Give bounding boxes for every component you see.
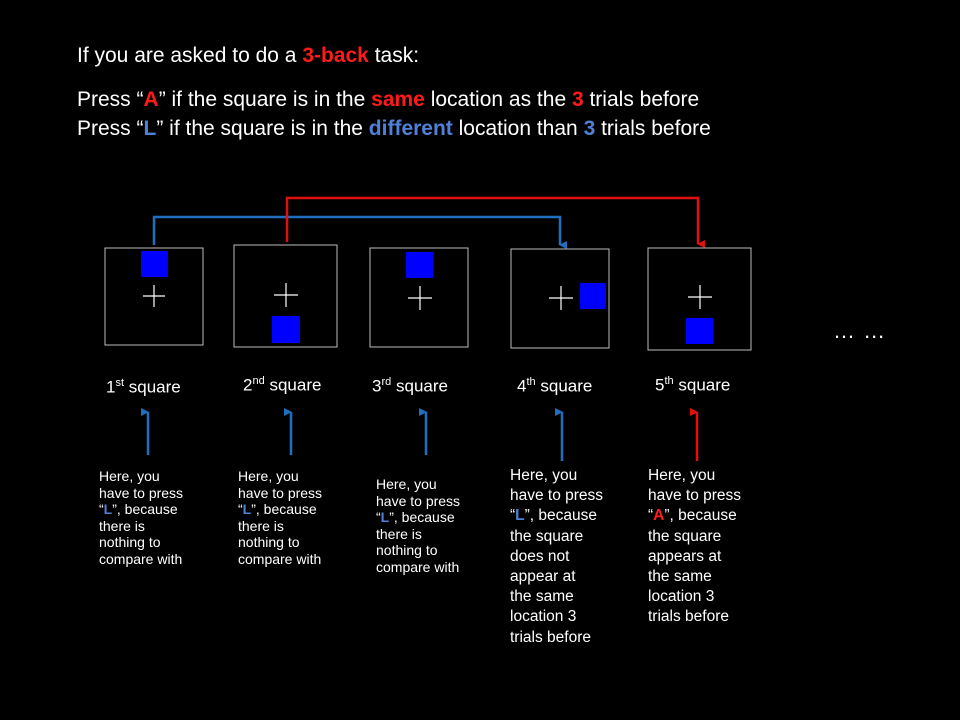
trial-frame-2 bbox=[233, 244, 338, 348]
trial-label-2: 2nd square bbox=[243, 375, 321, 396]
title-highlight: 3-back bbox=[302, 44, 369, 67]
instruction-text: ” if the square is in the bbox=[158, 88, 372, 111]
note-key: L bbox=[515, 507, 525, 525]
trial-label-4: 4th square bbox=[517, 376, 592, 397]
ellipsis: … … bbox=[833, 318, 887, 343]
note-text: Here, you have to press “ bbox=[99, 468, 184, 517]
note-text: Here, you have to press “ bbox=[238, 468, 323, 517]
note-text: ”, because the square appears at the sam… bbox=[648, 507, 737, 626]
instruction-text: trials before bbox=[595, 117, 711, 140]
trial-label-1: 1st square bbox=[106, 377, 181, 398]
trial-label-5: 5th square bbox=[655, 375, 730, 396]
label-ordinal: st bbox=[115, 377, 125, 389]
word-same: same bbox=[371, 88, 425, 111]
trial-label-3: 3rd square bbox=[372, 376, 448, 397]
instruction-different: Press “L” if the square is in the differ… bbox=[77, 117, 711, 141]
trial-frame-1 bbox=[104, 247, 204, 346]
title-suffix: task: bbox=[368, 44, 420, 67]
note-text: ”, because there is nothing to compare w… bbox=[99, 501, 183, 567]
stimulus-square bbox=[272, 316, 300, 343]
trial-note-2: Here, you have to press “L”, because the… bbox=[238, 468, 322, 567]
connector-1-to-4 bbox=[152, 215, 567, 249]
label-word: square bbox=[128, 377, 181, 397]
stimulus-square bbox=[580, 283, 606, 309]
stimulus-square bbox=[686, 318, 713, 344]
label-word: square bbox=[678, 375, 731, 395]
trial-note-3: Here, you have to press “L”, because the… bbox=[376, 476, 460, 575]
note-text: Here, you have to press “ bbox=[510, 467, 604, 525]
trial-frame-5 bbox=[647, 247, 752, 351]
number-3: 3 bbox=[571, 88, 584, 111]
note-key: A bbox=[653, 507, 665, 525]
instruction-text: Press “ bbox=[77, 88, 144, 111]
task-title: If you are asked to do a 3-back task: bbox=[77, 44, 419, 68]
label-number: 5 bbox=[655, 375, 665, 395]
stimulus-square bbox=[406, 252, 433, 278]
label-ordinal: th bbox=[526, 376, 536, 388]
instruction-text: trials before bbox=[583, 88, 700, 111]
instruction-text: ” if the square is in the bbox=[156, 117, 369, 140]
note-text: Here, you have to press “ bbox=[376, 476, 461, 525]
number-3: 3 bbox=[583, 117, 596, 140]
word-different: different bbox=[368, 117, 453, 140]
instruction-text: location than bbox=[452, 117, 584, 140]
label-number: 4 bbox=[517, 376, 527, 396]
trial-frame-3 bbox=[369, 247, 469, 348]
label-word: square bbox=[540, 376, 593, 396]
note-key: L bbox=[242, 501, 252, 517]
label-word: square bbox=[395, 376, 448, 396]
instruction-text: Press “ bbox=[77, 117, 144, 140]
label-number: 3 bbox=[372, 376, 382, 396]
note-text: ”, because there is nothing to compare w… bbox=[238, 501, 322, 567]
note-key: L bbox=[380, 509, 390, 525]
note-text: ”, because the square does not appear at… bbox=[510, 507, 598, 646]
trial-note-4: Here, you have to press “L”, because the… bbox=[510, 466, 603, 648]
key-l: L bbox=[143, 117, 157, 140]
trial-note-1: Here, you have to press “L”, because the… bbox=[99, 468, 183, 567]
label-number: 1 bbox=[106, 377, 116, 397]
connector-2-to-5 bbox=[285, 196, 705, 248]
key-a: A bbox=[143, 88, 159, 111]
stimulus-square bbox=[141, 251, 168, 277]
title-prefix: If you are asked to do a bbox=[77, 44, 303, 67]
instruction-text: location as the bbox=[424, 88, 572, 111]
label-number: 2 bbox=[243, 375, 253, 395]
note-key: L bbox=[103, 501, 113, 517]
trial-frame-4 bbox=[510, 248, 610, 349]
instruction-same: Press “A” if the square is in the same l… bbox=[77, 88, 699, 112]
label-word: square bbox=[269, 375, 322, 395]
label-ordinal: rd bbox=[381, 376, 392, 388]
label-ordinal: nd bbox=[252, 375, 265, 387]
trial-note-5: Here, you have to press “A”, because the… bbox=[648, 466, 741, 628]
note-text: Here, you have to press “ bbox=[648, 467, 742, 525]
note-text: ”, because there is nothing to compare w… bbox=[376, 509, 460, 575]
label-ordinal: th bbox=[664, 375, 674, 387]
